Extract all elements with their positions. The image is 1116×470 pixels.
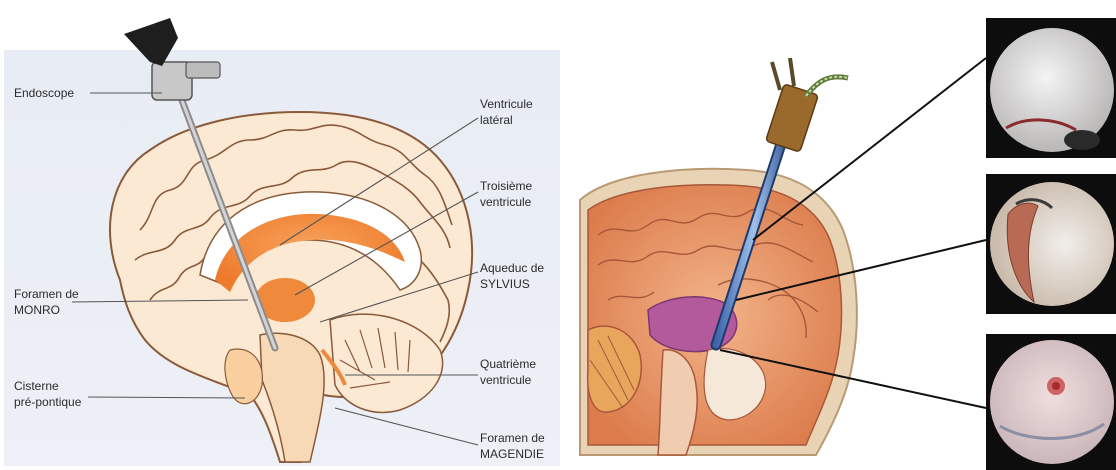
- label-troisieme-line1: Troisième: [480, 179, 533, 193]
- endoscopic-anatomy-illustration: [568, 0, 1116, 470]
- label-ventricule-lateral-line2: latéral: [480, 113, 513, 127]
- endoscopic-view-floor-third-ventricle: [986, 334, 1116, 470]
- label-aqueduc-line2: SYLVIUS: [480, 277, 530, 291]
- label-endoscope: Endoscope: [14, 86, 74, 100]
- labeled-brain-diagram: Endoscope Ventricule latéral Troisième v…: [0, 0, 568, 470]
- label-foramen-monro-line2: MONRO: [14, 303, 60, 317]
- endoscopic-view-third-ventricle: [986, 174, 1116, 314]
- label-aqueduc-line1: Aqueduc de: [480, 261, 544, 275]
- brain-sagittal-svg: Endoscope Ventricule latéral Troisième v…: [0, 0, 568, 470]
- endoscopic-view-lateral-ventricle: [986, 18, 1116, 158]
- label-troisieme-line2: ventricule: [480, 195, 532, 209]
- label-foramen-magendie-line2: MAGENDIE: [480, 447, 544, 461]
- label-ventricule-lateral-line1: Ventricule: [480, 97, 533, 111]
- label-cisterne-line2: pré-pontique: [14, 395, 82, 409]
- label-foramen-monro-line1: Foramen de: [14, 287, 79, 301]
- label-quatrieme-line1: Quatrième: [480, 357, 536, 371]
- label-quatrieme-line2: ventricule: [480, 373, 532, 387]
- label-cisterne-line1: Cisterne: [14, 379, 59, 393]
- label-foramen-magendie-line1: Foramen de: [480, 431, 545, 445]
